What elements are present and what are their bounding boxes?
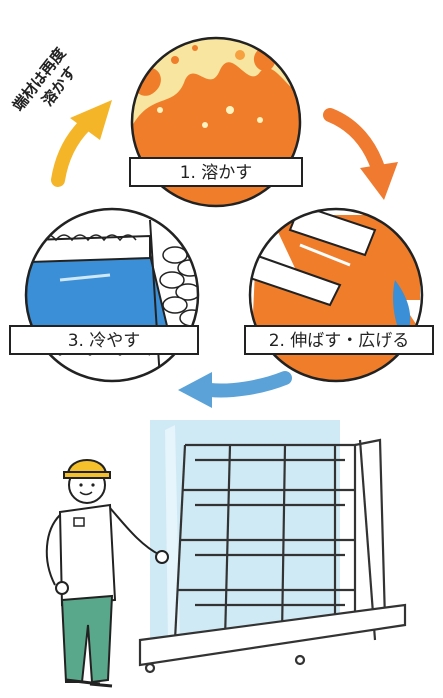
step-2-label-box: 2. 伸ばす・広げる	[244, 325, 434, 355]
arrow-melt-to-stretch	[323, 108, 398, 200]
step-2-label: 2. 伸ばす・広げる	[269, 331, 410, 351]
step-1-label: 1. 溶かす	[180, 163, 253, 183]
arrow-cool-to-melt	[51, 100, 112, 187]
step-melt-illustration	[130, 36, 302, 208]
step-3-label-box: 3. 冷やす	[9, 325, 199, 355]
arrow-stretch-to-cool	[178, 371, 292, 408]
side-note: 端材は再度 溶かす	[9, 43, 80, 114]
step-1-label-box: 1. 溶かす	[129, 157, 303, 187]
step-cool-illustration	[24, 207, 200, 383]
worker-figure	[45, 459, 169, 688]
glass-rack	[138, 420, 407, 674]
step-3-label: 3. 冷やす	[68, 331, 141, 351]
